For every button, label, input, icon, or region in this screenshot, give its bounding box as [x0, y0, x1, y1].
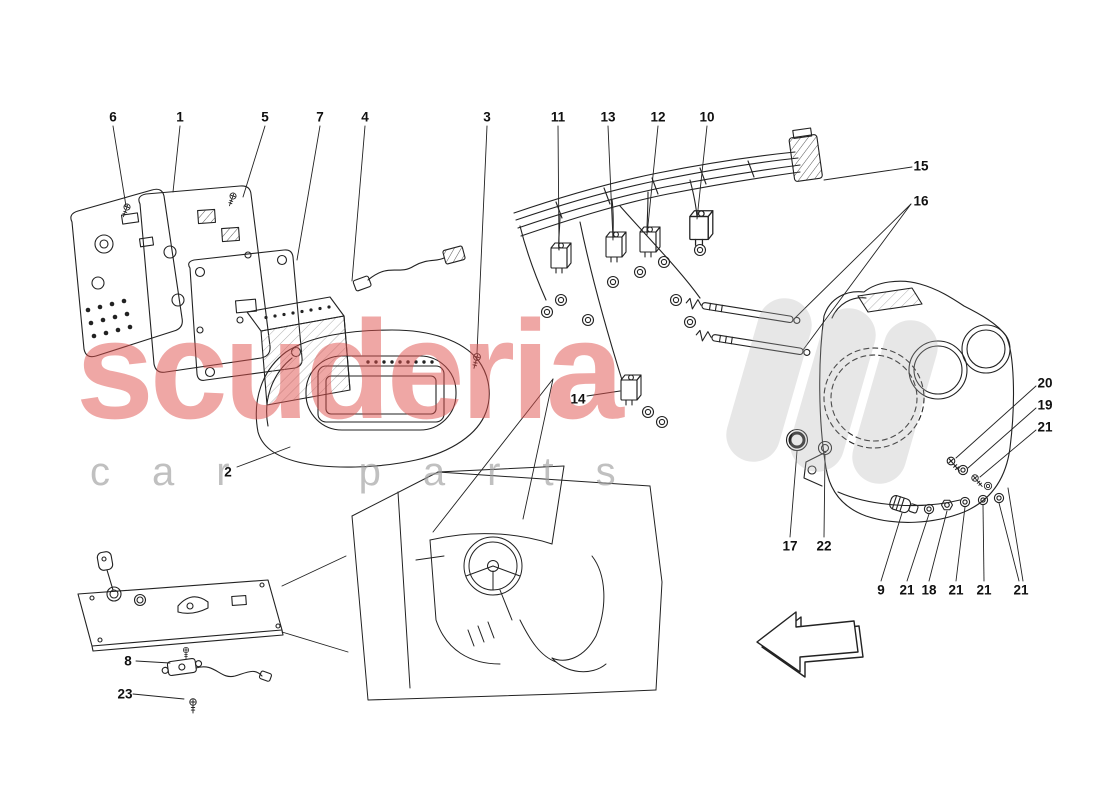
ignition-panel	[77, 551, 284, 660]
harness-switches	[550, 210, 714, 429]
perforation-dots	[85, 298, 133, 339]
gauge-opening-large	[823, 347, 925, 449]
sensor-cable	[195, 666, 263, 678]
wiring-harness	[513, 127, 823, 381]
dashboard-assembly	[803, 280, 1015, 523]
seat-sketch	[551, 555, 605, 661]
sensor-screw	[189, 698, 197, 714]
connector-pin-dots	[264, 305, 331, 320]
binnacle-screw	[470, 352, 482, 370]
display-module	[246, 245, 466, 406]
fasteners	[785, 428, 1005, 515]
instrument-cluster-rear-panels	[70, 185, 271, 373]
gauge-opening-small	[961, 324, 1011, 374]
knob-bolt	[889, 495, 919, 514]
harness-connector	[788, 127, 823, 182]
display-cable	[367, 257, 445, 281]
display-dot-row	[366, 360, 434, 364]
gauge-opening-medium	[908, 340, 968, 400]
steering-wheel	[463, 536, 523, 596]
leader-lines	[112, 125, 1037, 700]
direction-arrow-icon	[756, 611, 864, 678]
sensor-unit	[161, 657, 272, 714]
ring-seal	[817, 440, 833, 456]
grommet	[785, 428, 809, 452]
car-interior-sketch	[351, 465, 663, 701]
dash-vent	[857, 287, 923, 313]
ignition-key	[96, 551, 114, 591]
linkage-rods	[684, 297, 812, 359]
instrument-binnacle	[255, 329, 490, 468]
